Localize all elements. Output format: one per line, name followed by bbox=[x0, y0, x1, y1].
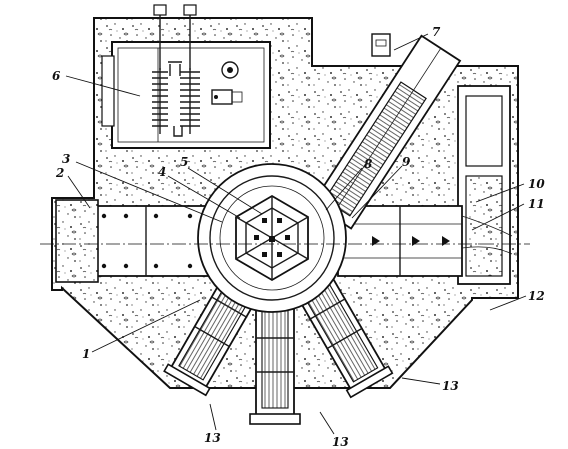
channel-cap-top bbox=[371, 33, 391, 57]
insulator-coil-right bbox=[180, 4, 200, 134]
radial-channel-center bbox=[249, 299, 301, 425]
label-11: 11 bbox=[528, 197, 545, 211]
label-13-left: 13 bbox=[204, 431, 221, 445]
label-6: 6 bbox=[52, 69, 61, 83]
label-1: 1 bbox=[82, 347, 90, 361]
label-13-center: 13 bbox=[332, 435, 349, 449]
leader-lines bbox=[65, 33, 527, 435]
label-5: 5 bbox=[180, 155, 188, 169]
label-9: 9 bbox=[402, 155, 411, 169]
label-12: 12 bbox=[528, 289, 545, 303]
instrument-chamber bbox=[101, 4, 271, 149]
label-10: 10 bbox=[528, 177, 545, 191]
label-3: 3 bbox=[62, 152, 70, 166]
label-13-right: 13 bbox=[442, 379, 459, 393]
label-2: 2 bbox=[55, 166, 64, 180]
reactor-core bbox=[197, 163, 347, 313]
callout-labels: 1 2 3 4 5 6 7 8 9 10 11 12 13 13 13 bbox=[52, 25, 545, 449]
insulator-coil-left bbox=[152, 4, 168, 134]
label-8: 8 bbox=[364, 157, 373, 171]
label-4: 4 bbox=[158, 165, 166, 179]
left-horizontal-channel bbox=[55, 199, 209, 283]
label-7: 7 bbox=[432, 25, 441, 39]
right-annex bbox=[457, 85, 511, 285]
